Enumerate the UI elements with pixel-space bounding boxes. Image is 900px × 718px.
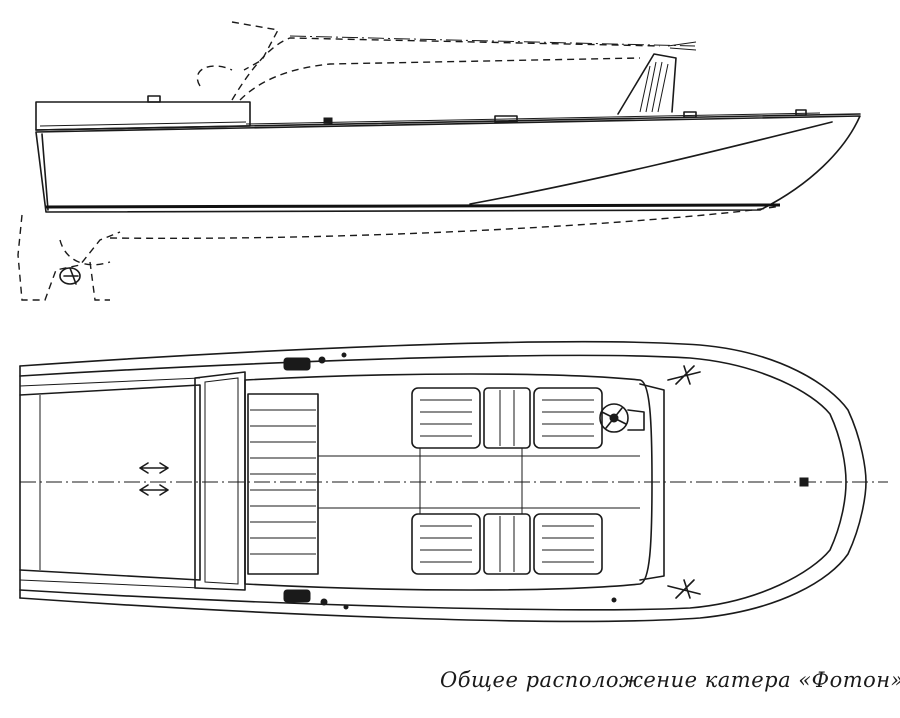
deck-fitting: [318, 356, 326, 364]
motor-well: [194, 371, 246, 591]
vent-grille: [283, 357, 311, 371]
motor-well-inner: [204, 377, 239, 585]
deck-fitting: [611, 597, 617, 603]
seat-top-left: [411, 387, 481, 449]
waterline: [45, 203, 781, 209]
chine-curve: [469, 121, 833, 205]
seat-bottom-left: [411, 513, 481, 575]
deck-fitting: [147, 95, 161, 103]
outboard-leg-dashed: [59, 239, 111, 301]
seat-bottom-center: [483, 513, 531, 575]
hull-side-outline: [35, 115, 861, 213]
seat-top-right: [533, 387, 603, 449]
nav-light-icon: [667, 365, 701, 385]
nav-light-icon: [667, 579, 701, 599]
side-view: [17, 21, 861, 301]
keel-dashed: [109, 205, 781, 240]
deck-fitting: [323, 117, 333, 124]
aft-box-line: [39, 121, 247, 127]
figure-caption: Общее расположение катера «Фотон».: [440, 668, 900, 692]
steering-wheel-icon: [599, 403, 645, 433]
windshield: [617, 53, 677, 115]
canopy-dashed-inner: [239, 57, 641, 101]
deck-rail: [245, 112, 821, 125]
plan-view: [19, 340, 888, 623]
deck-fitting: [494, 115, 518, 123]
seat-top-center: [483, 387, 531, 449]
deck-edge-inner: [19, 354, 847, 611]
deck-fitting: [341, 352, 347, 358]
aft-deck: [19, 384, 201, 581]
coaming-forward: [639, 383, 665, 581]
bench-slats: [250, 409, 316, 555]
rear-bench: [247, 393, 319, 575]
deck-fitting: [683, 111, 697, 118]
propeller-blade: [63, 267, 79, 285]
deck-fitting: [320, 598, 328, 606]
aft-cockpit-box: [35, 101, 251, 131]
deck-fitting: [343, 604, 349, 610]
canopy-tip: [667, 41, 697, 51]
canopy-dashed: [231, 37, 661, 101]
transom-line: [41, 133, 49, 211]
side-strake: [19, 377, 201, 387]
floor-lines: [318, 448, 640, 514]
side-strake: [19, 579, 201, 589]
canopy-frame-dashed: [196, 21, 280, 87]
bow-fitting: [799, 477, 809, 487]
canopy-dashdot: [289, 35, 696, 47]
arrow-icon: [139, 462, 169, 496]
outboard-motor-dashed: [17, 214, 121, 301]
deck-fitting: [795, 109, 807, 116]
windshield-hatch: [639, 61, 669, 113]
seat-bottom-right: [533, 513, 603, 575]
vent-grille: [283, 589, 311, 603]
